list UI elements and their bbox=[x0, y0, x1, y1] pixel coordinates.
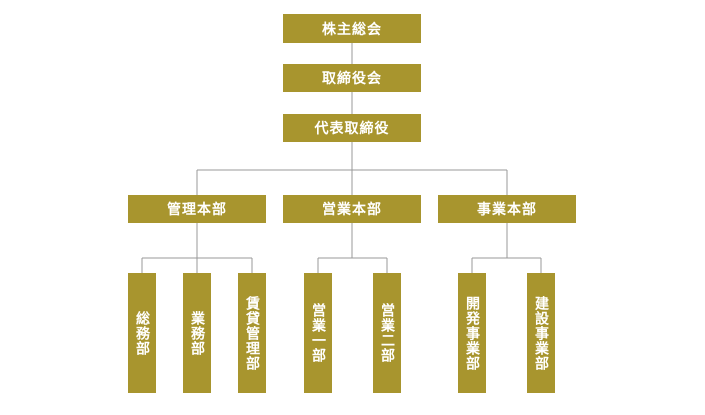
box-dept-sales-2: 営業二部 bbox=[373, 273, 401, 393]
box-division-administration: 管理本部 bbox=[128, 195, 266, 223]
box-shareholders-meeting: 株主総会 bbox=[283, 14, 421, 43]
box-dept-development: 開発事業部 bbox=[458, 273, 486, 393]
box-division-sales: 営業本部 bbox=[283, 195, 421, 223]
box-representative-director: 代表取締役 bbox=[283, 114, 421, 142]
box-dept-construction: 建設事業部 bbox=[527, 273, 555, 393]
box-dept-general-affairs: 総務部 bbox=[128, 273, 156, 393]
box-board-of-directors: 取締役会 bbox=[283, 64, 421, 92]
box-division-business: 事業本部 bbox=[438, 195, 576, 223]
box-dept-operations: 業務部 bbox=[183, 273, 211, 393]
box-dept-sales-1: 営業一部 bbox=[304, 273, 332, 393]
box-dept-rental-management: 賃貸管理部 bbox=[238, 273, 266, 393]
